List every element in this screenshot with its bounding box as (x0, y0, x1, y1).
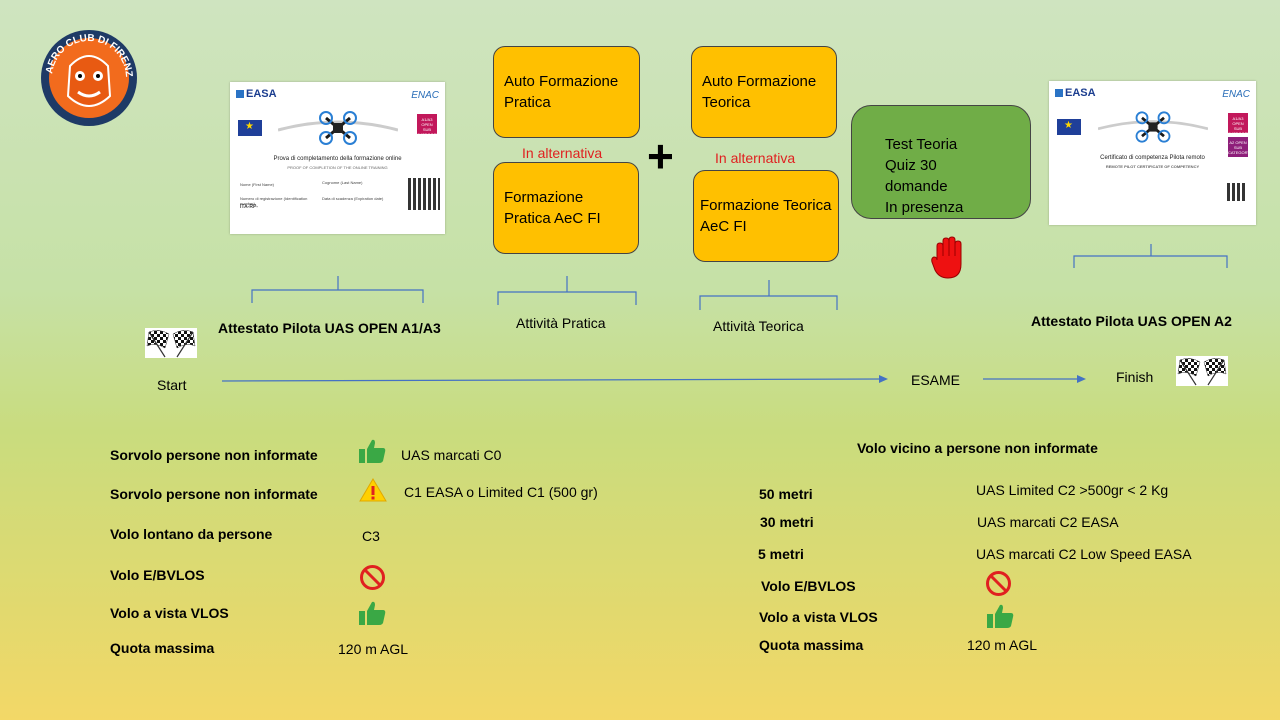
drone-icon (277, 111, 398, 145)
box-auto-pratica-text: Auto Formazione Pratica (504, 73, 619, 111)
cert-subtitle: PROOF OF COMPLETION OF THE ONLINE TRAINI… (287, 165, 388, 170)
thumbs-up-icon (987, 604, 1014, 628)
rule-right-label: Quota massima (759, 637, 864, 653)
rule-left-label: Volo E/BVLOS (110, 567, 205, 583)
certificate-a2: EASA ENAC A1/A3 OPEN SUB CATEGORY A2 OPE… (1049, 81, 1256, 225)
test-teoria-line2: Quiz 30 domande (885, 157, 948, 195)
label-esame: ESAME (911, 372, 961, 388)
label-attivita-pratica: Attività Pratica (516, 315, 606, 331)
label-start: Start (157, 377, 187, 393)
box-test-teoria: Test Teoria Quiz 30 domande In presenza (851, 105, 1031, 219)
enac-logo: ENAC (411, 90, 439, 101)
field-exp: Data di scadenza (Expiration date) (322, 196, 384, 201)
cert-title: Certificato di competenza Pilota remoto (1100, 155, 1205, 161)
eu-flag-icon (1057, 119, 1081, 135)
box-form-pratica-text: Formazione Pratica AeC FI (504, 189, 601, 227)
rule-left-label: Volo lontano da persone (110, 526, 273, 542)
label-attestato-a1: Attestato Pilota UAS OPEN A1/A3 (218, 320, 441, 336)
thumbs-up-icon (359, 601, 386, 625)
prohibited-icon (360, 565, 385, 590)
prohibited-icon (986, 571, 1011, 596)
drone-icon (1097, 111, 1208, 143)
label-finish: Finish (1116, 369, 1154, 385)
brace-a1 (251, 276, 424, 303)
field-name: Nome (First Name) (240, 182, 275, 187)
rule-right-value: UAS Limited C2 >500gr < 2 Kg (976, 482, 1169, 498)
box-form-teorica-text: Formazione Teorica AeC FI (700, 197, 832, 235)
field-reg-value: ITA-RP- (240, 204, 258, 210)
rule-left-value: 120 m AGL (338, 641, 409, 657)
label-attestato-a2: Attestato Pilota UAS OPEN A2 (1031, 313, 1232, 329)
checkered-flag-finish-icon (1176, 356, 1228, 386)
rule-right-label: 50 metri (759, 486, 813, 502)
field-surname: Cognome (Last Name) (322, 180, 363, 185)
brace-pratica (497, 276, 637, 305)
right-header: Volo vicino a persone non informate (857, 440, 1098, 456)
field-reg: Numero di registrazione (Identification … (240, 196, 308, 206)
box-formazione-teorica-aec: Formazione Teorica AeC FI (693, 170, 839, 262)
certificate-a1-a3: EASA ENAC A1/A3 OPEN SUB CATEGORY Prova … (230, 82, 445, 234)
rule-left-value: UAS marcati C0 (401, 447, 502, 463)
box-formazione-pratica-aec: Formazione Pratica AeC FI (493, 162, 639, 254)
rule-left-value: C1 EASA o Limited C1 (500 gr) (404, 484, 598, 500)
rule-left-label: Sorvolo persone non informate (110, 486, 318, 502)
rule-left-value: C3 (362, 528, 380, 544)
rule-right-label: Volo E/BVLOS (761, 578, 856, 594)
rule-right-label: 30 metri (760, 514, 814, 530)
in-alternativa-teorica: In alternativa (715, 150, 796, 166)
warning-icon (359, 478, 387, 502)
eu-flag-icon (238, 120, 262, 136)
box-auto-formazione-pratica: Auto Formazione Pratica (493, 46, 640, 138)
thumbs-up-icon (359, 439, 386, 463)
rule-right-label: Volo a vista VLOS (759, 609, 878, 625)
brace-a2 (1073, 244, 1228, 268)
box-auto-formazione-teorica: Auto Formazione Teorica (691, 46, 837, 138)
enac-logo: ENAC (1222, 89, 1250, 100)
in-alternativa-pratica: In alternativa (522, 145, 603, 161)
plus-sign: + (647, 130, 674, 182)
rule-right-value: 120 m AGL (967, 637, 1038, 653)
badge-a1-a3: A1/A3 OPEN SUB CATEGORY (1228, 113, 1250, 136)
cert-title: Prova di completamento della formazione … (273, 156, 402, 162)
qr-code-icon (408, 178, 440, 210)
arrow-start-esame (221, 378, 885, 382)
rule-left-label: Sorvolo persone non informate (110, 447, 318, 463)
rule-left-label: Quota massima (110, 640, 215, 656)
easa-logo: EASA (236, 88, 277, 100)
qr-code-icon (1227, 183, 1245, 201)
rule-right-label: 5 metri (758, 546, 804, 562)
test-teoria-line1: Test Teoria (885, 136, 958, 153)
brace-teorica (699, 280, 838, 310)
checkered-flag-start-icon (145, 328, 197, 358)
badge-a1-a3: A1/A3 OPEN SUB CATEGORY (417, 114, 439, 137)
stop-hand-icon (931, 236, 962, 279)
cert-subtitle: REMOTE PILOT CERTIFICATE OF COMPETENCY (1105, 164, 1200, 169)
rule-left-label: Volo a vista VLOS (110, 605, 229, 621)
label-attivita-teorica: Attività Teorica (713, 318, 804, 334)
easa-logo: EASA (1055, 87, 1096, 99)
rule-right-value: UAS marcati C2 EASA (977, 514, 1119, 530)
rule-right-value: UAS marcati C2 Low Speed EASA (976, 546, 1192, 562)
test-teoria-line3: In presenza (885, 199, 964, 216)
badge-a2: A2 OPEN SUB CATEGORY (1228, 137, 1250, 157)
box-auto-teorica-text: Auto Formazione Teorica (702, 73, 817, 111)
